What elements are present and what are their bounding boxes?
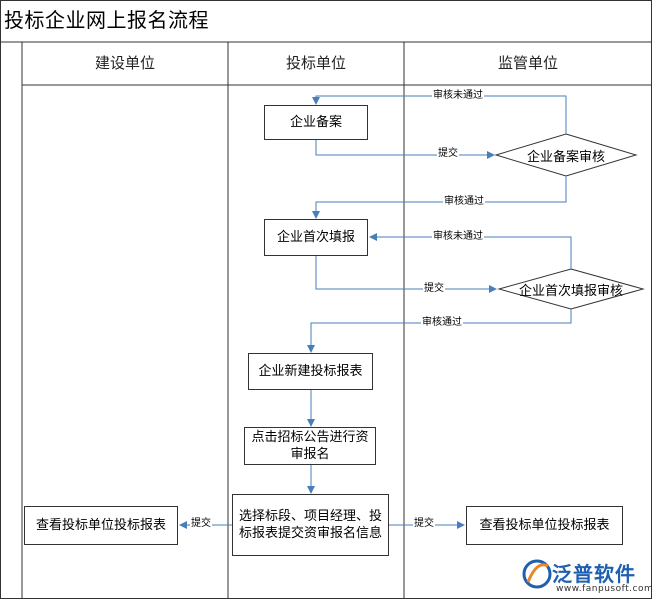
lane-header-jianguan: 监管单位	[497, 54, 558, 72]
node-tianbao-shenhe: 企业首次填报审核	[518, 284, 623, 299]
edge-label-submit-jianguan: 提交	[413, 518, 435, 530]
edge-label-submit-jianshe: 提交	[190, 518, 212, 530]
lane-header-jianshe: 建设单位	[94, 54, 155, 72]
node-xinjian-biao: 企业新建投标报表	[248, 353, 373, 390]
edge-label-approve-tianbao: 审核通过	[421, 317, 463, 329]
node-xuanze-biaoduan: 选择标段、项目经理、投标报表提交资审报名信息	[232, 494, 389, 556]
edge-submit-tianbao	[315, 256, 497, 293]
lane-header-toubiao: 投标单位	[285, 54, 346, 72]
edge-approve-tianbao	[307, 309, 572, 353]
edge-approve-beian	[312, 176, 567, 219]
edge-label-submit-tianbao: 提交	[423, 283, 445, 295]
logo-name: 泛普软件	[552, 562, 636, 586]
node-jianguan-chakan: 查看投标单位投标报表	[466, 506, 623, 545]
page-title: 投标企业网上报名流程	[4, 8, 209, 32]
edge-submit-beian	[315, 140, 495, 159]
logo-mark	[522, 559, 552, 589]
edge-label-approve-beian: 审核通过	[443, 196, 485, 208]
logo-url: www.fanpusoft.com	[556, 584, 653, 594]
edge-label-submit-beian: 提交	[437, 148, 459, 160]
node-jianshe-chakan: 查看投标单位投标报表	[24, 506, 178, 545]
edge-label-reject-beian: 审核未通过	[432, 90, 484, 102]
node-dianji-gonggao: 点击招标公告进行资审报名	[244, 427, 376, 465]
node-qiye-beian: 企业备案	[264, 105, 368, 140]
edge-label-reject-tianbao: 审核未通过	[432, 231, 484, 243]
node-shouci-tianbao: 企业首次填报	[264, 219, 368, 256]
node-beian-shenhe: 企业备案审核	[526, 150, 605, 165]
